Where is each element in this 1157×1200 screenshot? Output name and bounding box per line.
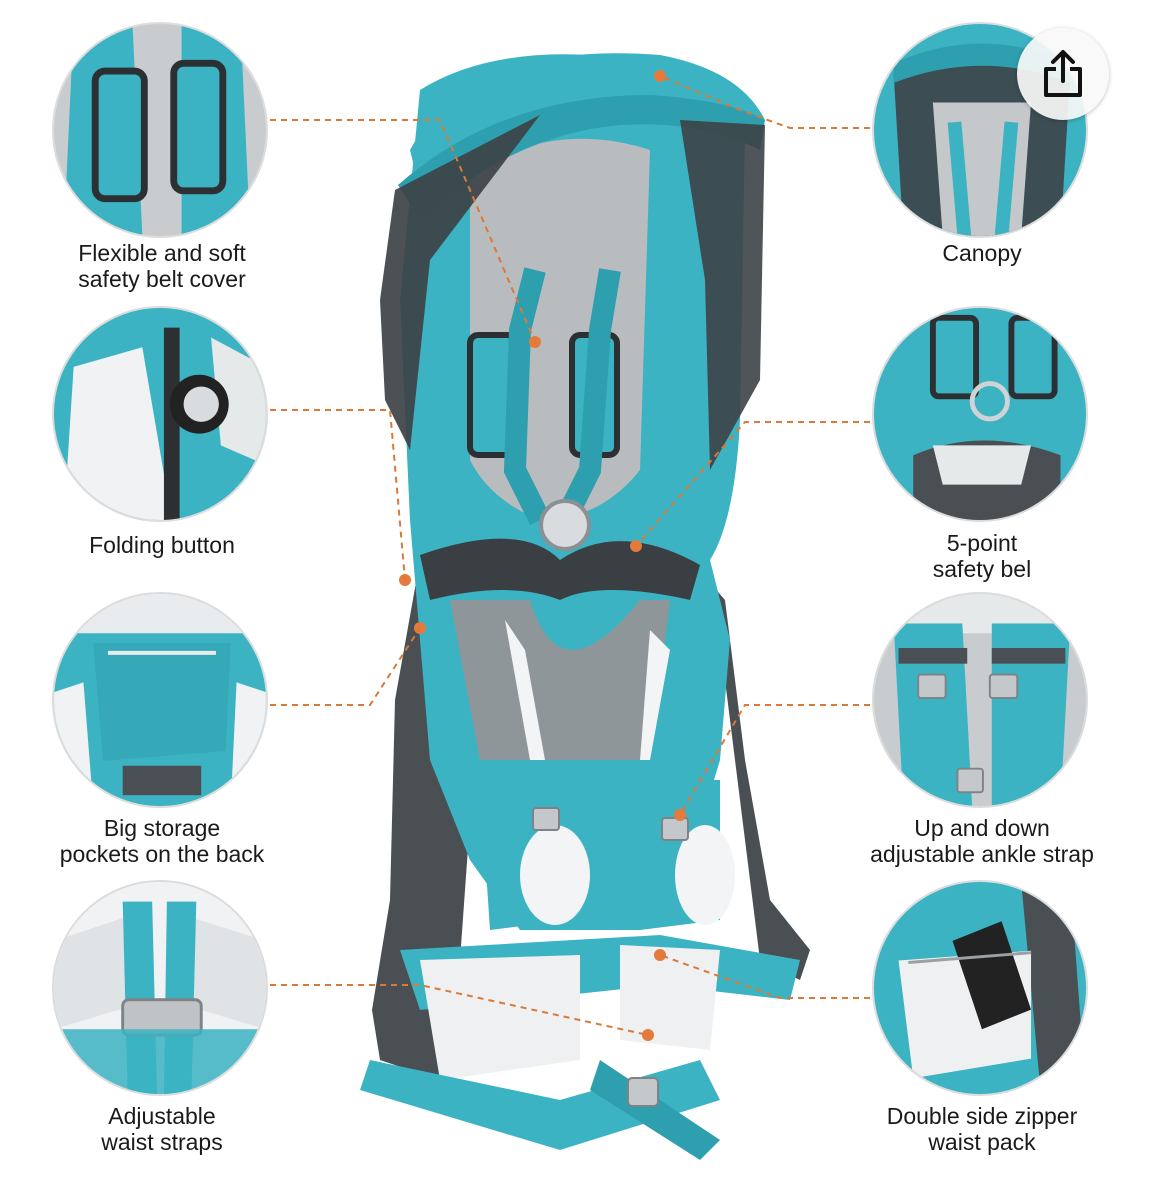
detail-storage-pockets <box>52 592 268 808</box>
detail-waist-straps <box>52 880 268 1096</box>
detail-waist-pack <box>872 880 1088 1096</box>
detail-safety-belt <box>872 306 1088 522</box>
share-icon <box>1044 50 1082 97</box>
share-button[interactable] <box>1017 28 1109 120</box>
detail-safety-belt-cover <box>52 22 268 238</box>
label-canopy: Canopy <box>942 240 1022 266</box>
detail-canopy <box>872 22 1088 238</box>
detail-ankle-strap <box>872 592 1088 808</box>
detail-folding-button <box>52 306 268 522</box>
label-folding-button: Folding button <box>89 532 235 558</box>
